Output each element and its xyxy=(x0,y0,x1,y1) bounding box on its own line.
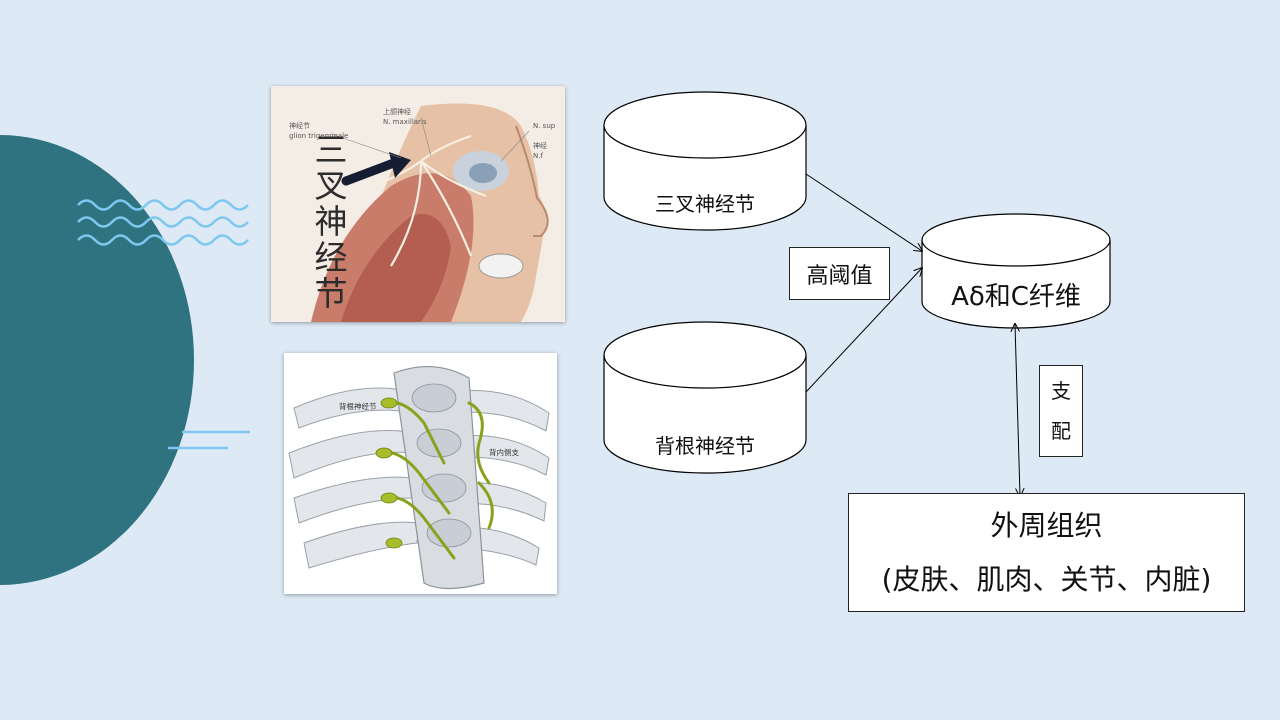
teal-half-circle xyxy=(0,135,194,585)
svg-text:N. sup: N. sup xyxy=(533,122,556,130)
peripheral-tissue-title: 外周组织 xyxy=(990,508,1103,542)
svg-text:N.f: N.f xyxy=(533,152,543,160)
wave-lines xyxy=(77,199,249,246)
trigeminal-ganglion-node xyxy=(603,91,807,231)
arrow-trigeminal-to-fibers xyxy=(805,173,922,251)
fibers-node xyxy=(921,213,1111,329)
trigeminal-title: 三 叉 神 经 节 xyxy=(314,130,348,313)
peripheral-tissue-box: 外周组织 (皮肤、肌肉、关节、内脏) xyxy=(848,493,1245,612)
svg-text:神经: 神经 xyxy=(533,141,547,150)
trigeminal-ganglion-label: 三叉神经节 xyxy=(655,192,755,216)
svg-text:上颌神经: 上颌神经 xyxy=(383,107,411,116)
spine-image: 背根神经节 背内侧支 xyxy=(284,353,557,594)
fibers-label: Aδ和C纤维 xyxy=(951,282,1081,312)
trigeminal-ganglion-image: 上颌神经 N. maxillaris 神经节 glion trigeminale… xyxy=(271,86,565,322)
arrow-drg-to-fibers xyxy=(805,268,922,393)
straight-lines xyxy=(168,430,250,450)
innervation-label: 支 配 xyxy=(1039,365,1083,457)
svg-text:N. maxillaris: N. maxillaris xyxy=(383,118,427,126)
svg-text:背根神经节: 背根神经节 xyxy=(339,401,377,411)
dorsal-root-ganglion-node xyxy=(603,321,807,474)
dorsal-root-ganglion-label: 背根神经节 xyxy=(655,434,755,458)
arrow-fibers-target xyxy=(1015,324,1020,496)
svg-text:glion trigeminale: glion trigeminale xyxy=(289,132,348,140)
svg-text:背内侧支: 背内侧支 xyxy=(489,447,519,457)
svg-text:神经节: 神经节 xyxy=(289,121,310,130)
peripheral-tissue-subtitle: (皮肤、肌肉、关节、内脏) xyxy=(881,562,1212,596)
high-threshold-label: 高阈值 xyxy=(789,247,890,300)
